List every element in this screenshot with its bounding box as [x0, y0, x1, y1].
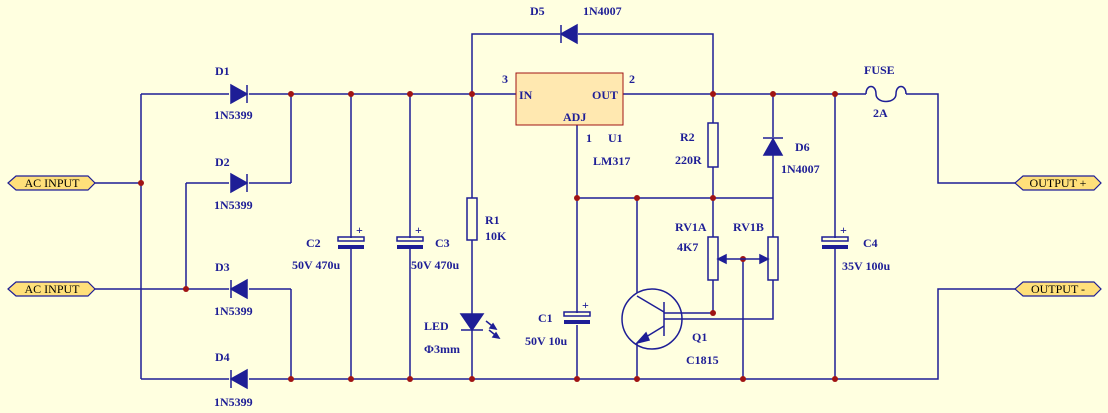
wires [95, 33, 1015, 380]
fuse: FUSE 2A [864, 63, 907, 120]
d2-value: 1N5399 [214, 198, 253, 212]
c4-value: 35V 100u [842, 259, 890, 273]
c2-value: 50V 470u [292, 258, 340, 272]
d1-ref: D1 [215, 64, 230, 78]
diode-d3: D3 1N5399 [214, 260, 253, 318]
ac-input-label-1: AC INPUT [24, 176, 80, 190]
d2-ref: D2 [215, 155, 230, 169]
d1-value: 1N5399 [214, 108, 253, 122]
led-value: Φ3mm [424, 342, 460, 356]
led: LED Φ3mm [424, 313, 501, 356]
r2-value: 220R [675, 153, 702, 167]
diode-d5: D5 1N4007 [530, 4, 622, 45]
u1-pin-out-label: OUT [592, 88, 618, 102]
output-positive-port: OUTPUT + [1014, 175, 1102, 191]
c1-value: 50V 10u [525, 334, 567, 348]
d6-ref: D6 [795, 140, 810, 154]
ac-input-port-2: AC INPUT [7, 281, 96, 297]
resistor-r1: R1 10K [466, 197, 507, 243]
d5-ref: D5 [530, 4, 545, 18]
potentiometer-rv1: RV1A 4K7 RV1B [675, 220, 779, 281]
c2-ref: C2 [306, 236, 321, 250]
d4-ref: D4 [215, 350, 230, 364]
d6-value: 1N4007 [781, 162, 820, 176]
q1-ref: Q1 [692, 330, 707, 344]
ac-input-label-2: AC INPUT [24, 282, 80, 296]
d3-ref: D3 [215, 260, 230, 274]
diode-d1: D1 1N5399 [214, 64, 253, 122]
u1-pin-adj-label: ADJ [563, 110, 586, 124]
c3-value: 50V 470u [411, 258, 459, 272]
resistor-r2: R2 220R [675, 122, 719, 168]
c4-polarity: + [840, 223, 847, 237]
u1-pin-in-num: 3 [502, 72, 508, 86]
capacitor-c4: + C4 35V 100u [821, 223, 890, 273]
junction-dots [138, 91, 838, 382]
regulator-u1: IN OUT ADJ 3 2 1 U1 LM317 [502, 72, 635, 168]
c1-ref: C1 [538, 311, 553, 325]
u1-pin-adj-num: 1 [586, 131, 592, 145]
rv1-value: 4K7 [677, 240, 698, 254]
diode-d4: D4 1N5399 [214, 350, 253, 409]
c3-polarity: + [415, 223, 422, 237]
transistor-q1: Q1 C1815 [621, 288, 719, 367]
r1-value: 10K [485, 229, 507, 243]
c2-polarity: + [356, 223, 363, 237]
d5-value: 1N4007 [583, 4, 622, 18]
c4-ref: C4 [863, 236, 878, 250]
r1-ref: R1 [485, 213, 500, 227]
u1-value: LM317 [593, 154, 630, 168]
fuse-ref: FUSE [864, 63, 895, 77]
capacitor-c1: + C1 50V 10u [525, 298, 591, 348]
rv1a-ref: RV1A [675, 220, 707, 234]
diode-d6: D6 1N4007 [762, 137, 820, 176]
q1-value: C1815 [686, 353, 719, 367]
capacitor-c3: + C3 50V 470u [396, 223, 459, 272]
d4-value: 1N5399 [214, 395, 253, 409]
c3-ref: C3 [435, 236, 450, 250]
u1-ref: U1 [608, 131, 623, 145]
led-ref: LED [424, 319, 449, 333]
u1-pin-in-label: IN [519, 88, 533, 102]
rv1b-ref: RV1B [733, 220, 764, 234]
c1-polarity: + [582, 298, 589, 312]
u1-pin-out-num: 2 [629, 72, 635, 86]
output-negative-port: OUTPUT - [1014, 281, 1102, 297]
ac-input-port-1: AC INPUT [7, 175, 96, 191]
capacitor-c2: + C2 50V 470u [292, 223, 365, 272]
output-positive-label: OUTPUT + [1030, 176, 1087, 190]
fuse-value: 2A [873, 106, 888, 120]
diode-d2: D2 1N5399 [214, 155, 253, 212]
r2-ref: R2 [680, 130, 695, 144]
d3-value: 1N5399 [214, 304, 253, 318]
output-negative-label: OUTPUT - [1031, 282, 1085, 296]
